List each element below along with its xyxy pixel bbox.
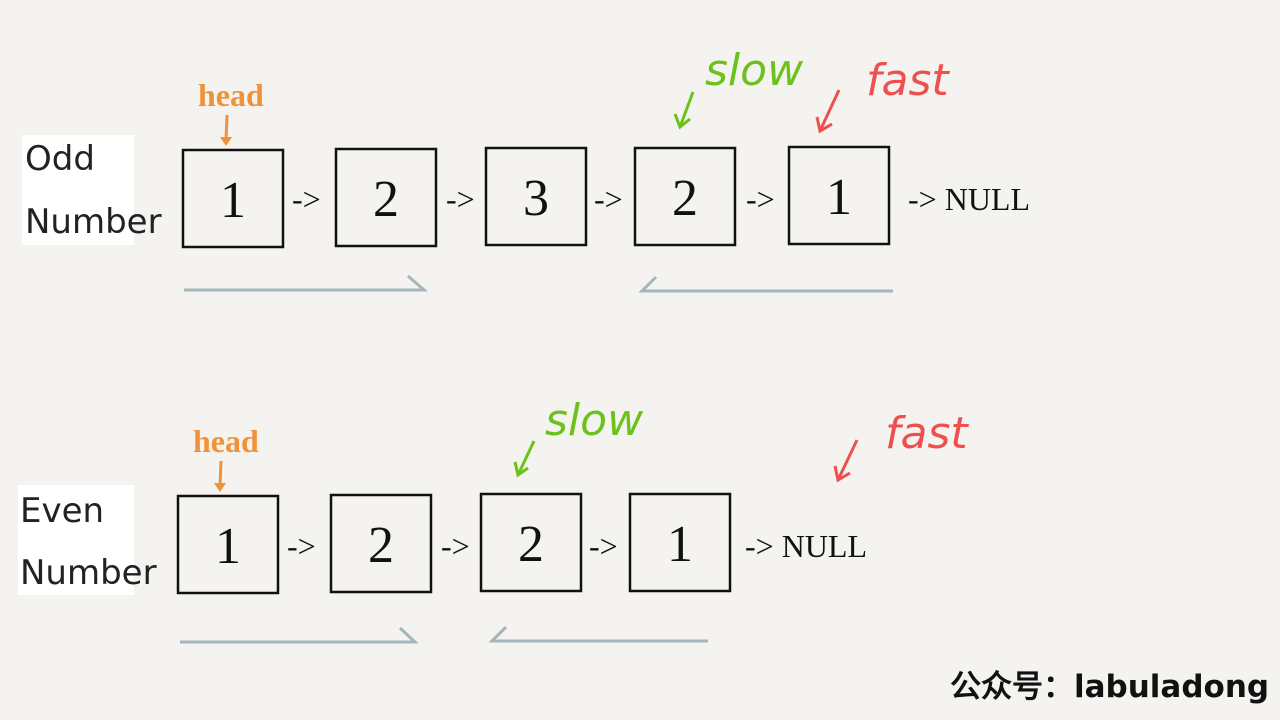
slow-label: slow — [545, 395, 644, 446]
odd-node-5: 1 — [787, 145, 891, 246]
even-node-1: 1 — [176, 494, 280, 595]
link-arrow: -> — [446, 181, 475, 217]
even-label-line2: Number — [20, 553, 157, 593]
link-arrow: -> — [287, 528, 316, 564]
node-value: 1 — [826, 169, 852, 226]
label-background — [18, 485, 134, 595]
fast-arrow-icon — [815, 89, 841, 134]
slow-arrow-icon — [673, 91, 695, 130]
even-node-2: 2 — [329, 493, 433, 594]
fast-label: fast — [866, 55, 950, 106]
link-arrow: -> — [589, 528, 618, 564]
node-value: 2 — [368, 517, 394, 574]
odd-node-2: 2 — [334, 147, 438, 248]
even-node-4: 1 — [628, 492, 732, 593]
slow-arrow-icon — [513, 440, 536, 478]
odd-label-line1: Odd — [25, 139, 95, 179]
head-arrow-icon — [220, 114, 232, 146]
link-arrow: -> — [441, 528, 470, 564]
null-label: -> NULL — [745, 528, 867, 564]
link-arrow: -> — [594, 181, 623, 217]
even-label-line1: Even — [20, 491, 104, 531]
link-arrow: -> — [746, 181, 775, 217]
label-background — [22, 135, 134, 245]
node-value: 2 — [672, 170, 698, 227]
head-label: head — [193, 423, 259, 459]
head-label: head — [198, 77, 264, 113]
footer-watermark: 公众号：labuladong — [950, 669, 1269, 705]
null-label: -> NULL — [908, 181, 1030, 217]
odd-node-1: 1 — [181, 148, 285, 249]
odd-node-3: 3 — [484, 146, 588, 247]
node-value: 2 — [373, 171, 399, 228]
node-value: 1 — [220, 172, 246, 229]
head-arrow-icon — [214, 460, 226, 492]
odd-node-4: 2 — [633, 146, 737, 247]
backward-direction-arrow — [638, 275, 893, 293]
fast-arrow-icon — [833, 439, 859, 483]
forward-direction-arrow — [180, 626, 419, 644]
link-arrow: -> — [292, 181, 321, 217]
fast-label: fast — [885, 408, 969, 459]
slow-label: slow — [705, 45, 804, 96]
node-value: 1 — [215, 518, 241, 575]
even-node-3: 2 — [479, 492, 583, 593]
forward-direction-arrow — [184, 274, 428, 292]
node-value: 3 — [523, 170, 549, 227]
node-value: 2 — [518, 516, 544, 573]
odd-label-line2: Number — [25, 202, 162, 242]
backward-direction-arrow — [488, 625, 708, 643]
node-value: 1 — [667, 516, 693, 573]
